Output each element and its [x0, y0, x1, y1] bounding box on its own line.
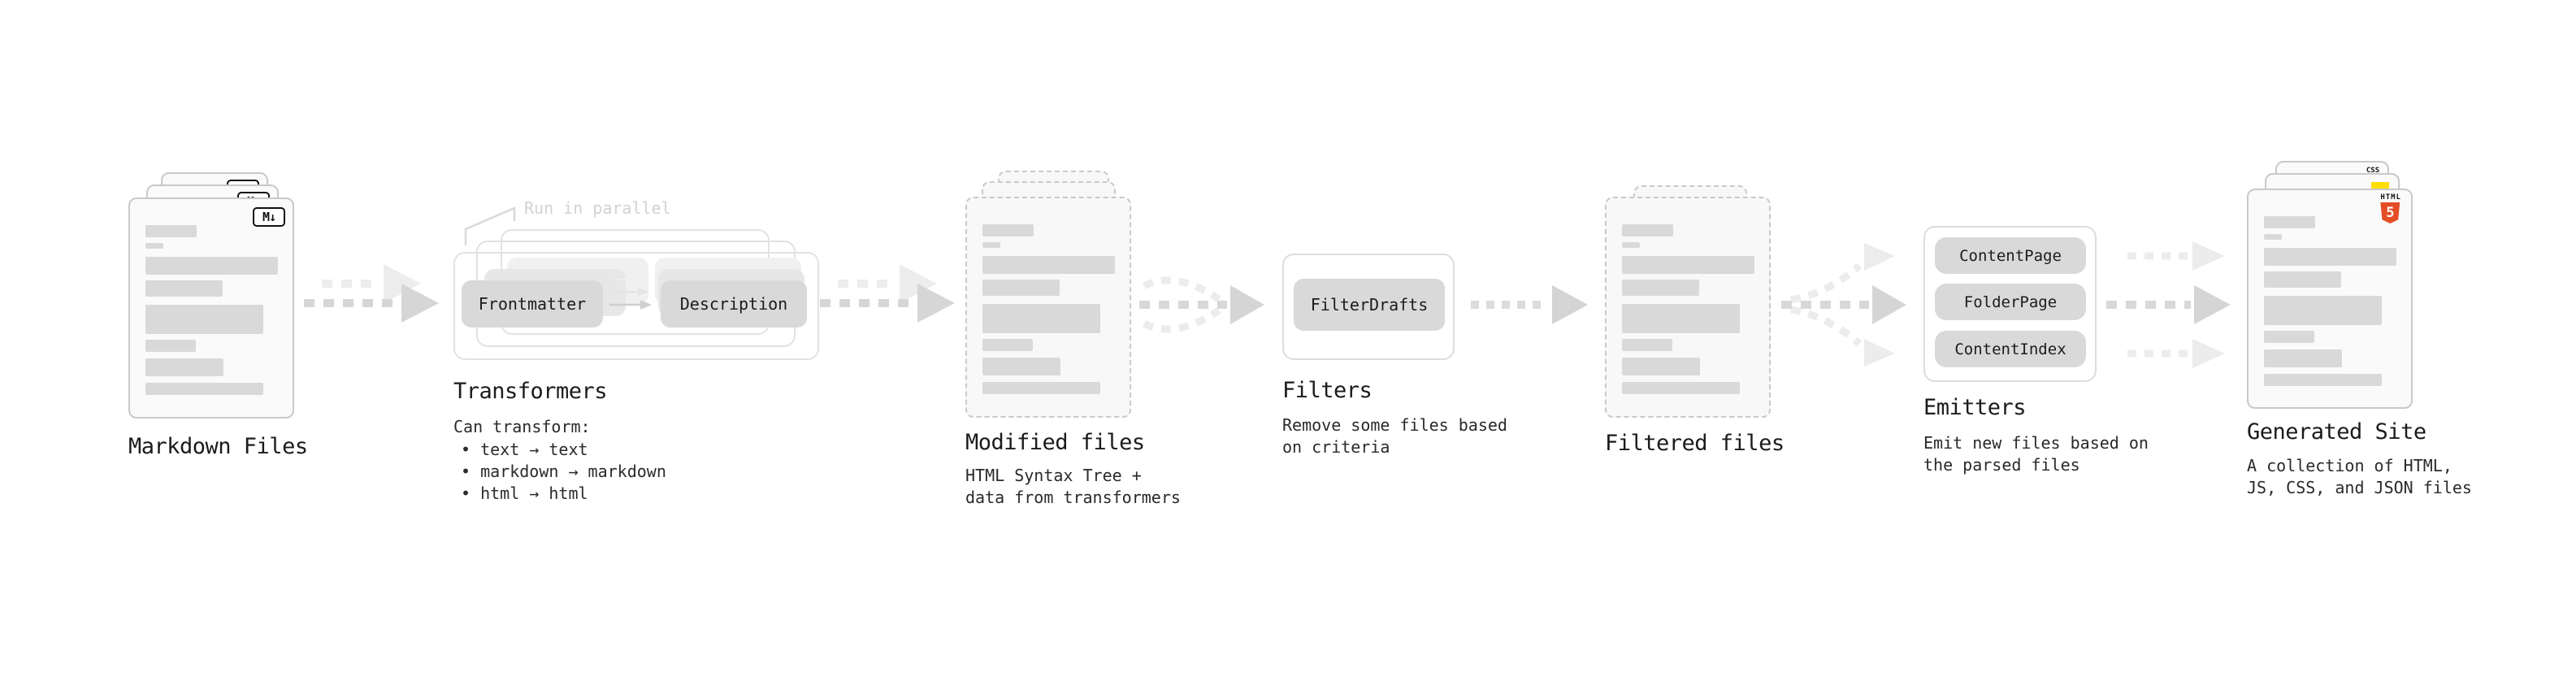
- transformers-bullet-text: • text → text: [461, 440, 588, 459]
- placeholder-bar: [982, 224, 1034, 236]
- run-in-parallel-annotation: Run in parallel: [524, 198, 671, 218]
- emitters-container: [1923, 226, 2097, 382]
- emitters-desc-line2: the parsed files: [1923, 455, 2080, 475]
- run-in-parallel-leader-line: [464, 206, 516, 245]
- stage-label-emitters: Emitters: [1923, 395, 2027, 420]
- generated-doc-html: HTML 5: [2247, 189, 2413, 409]
- modified-desc-line2: data from transformers: [965, 488, 1181, 507]
- markdown-doc-front: M↓: [128, 197, 294, 419]
- placeholder-bar: [1622, 382, 1740, 394]
- placeholder-bar: [982, 382, 1100, 394]
- arrow-filters-to-filtered: [1471, 285, 1588, 324]
- transformer-run-front: [453, 252, 819, 360]
- transformer-box-frontmatter: Frontmatter: [462, 280, 603, 327]
- filter-box-filterdrafts: FilterDrafts: [1294, 279, 1445, 331]
- placeholder-bar: [1622, 339, 1672, 351]
- transformers-bullet-markdown: • markdown → markdown: [461, 462, 666, 481]
- emitter-box-folderpage: FolderPage: [1935, 284, 2086, 320]
- placeholder-bar: [145, 257, 278, 275]
- placeholder-bar: [2264, 374, 2382, 386]
- placeholder-bar: [2264, 349, 2342, 367]
- placeholder-bar: [982, 242, 1000, 248]
- markdown-icon: M↓: [253, 207, 285, 227]
- stage-label-filters: Filters: [1282, 378, 1373, 403]
- arrow-emitters-to-generated: [2106, 241, 2231, 368]
- stage-label-transformers: Transformers: [453, 379, 608, 404]
- generated-desc-line1: A collection of HTML,: [2247, 456, 2452, 475]
- placeholder-bar: [982, 256, 1115, 274]
- filters-desc-line2: on criteria: [1282, 437, 1390, 457]
- emitter-box-contentindex: ContentIndex: [1935, 331, 2086, 367]
- arrow-markdown-to-transformers: [304, 264, 439, 323]
- placeholder-bar: [145, 243, 163, 249]
- placeholder-bar: [1622, 224, 1673, 236]
- arrow-filtered-to-emitters: [1781, 243, 1906, 367]
- placeholder-bar: [1622, 256, 1754, 274]
- placeholder-bar: [1622, 358, 1700, 375]
- placeholder-bar: [2264, 216, 2315, 228]
- emitters-desc-line1: Emit new files based on: [1923, 433, 2149, 453]
- placeholder-bar: [2264, 331, 2314, 343]
- placeholder-bar: [145, 225, 197, 237]
- modified-doc-front: [965, 197, 1131, 418]
- placeholder-bar: [145, 358, 223, 376]
- generated-desc-line2: JS, CSS, and JSON files: [2247, 478, 2472, 497]
- stage-label-generated-site: Generated Site: [2247, 419, 2426, 445]
- placeholder-bar: [145, 340, 196, 352]
- placeholder-bar: [2264, 296, 2382, 325]
- placeholder-bar: [2264, 234, 2282, 240]
- placeholder-bar: [145, 280, 223, 297]
- arrow-modified-to-filters: [1139, 276, 1264, 333]
- placeholder-bar: [2264, 248, 2396, 266]
- stage-label-filtered-files: Filtered files: [1605, 431, 1785, 456]
- transformer-box-description: Description: [661, 280, 807, 327]
- placeholder-bar: [982, 304, 1100, 333]
- filters-container: [1282, 254, 1455, 360]
- placeholder-bar: [145, 305, 263, 334]
- placeholder-bar: [982, 280, 1060, 296]
- placeholder-bar: [1622, 304, 1740, 333]
- placeholder-bar: [2264, 271, 2341, 288]
- arrow-transformers-to-modified: [820, 264, 955, 323]
- html5-file-icon: HTML 5: [2380, 194, 2401, 223]
- placeholder-bar: [145, 383, 263, 395]
- placeholder-bar: [1622, 280, 1699, 296]
- frontmatter-to-description-arrows: [609, 275, 652, 310]
- placeholder-bar: [982, 358, 1060, 375]
- emitter-box-contentpage: ContentPage: [1935, 237, 2086, 274]
- modified-desc-line1: HTML Syntax Tree +: [965, 466, 1142, 485]
- filters-desc-line1: Remove some files based: [1282, 415, 1507, 435]
- placeholder-bar: [982, 339, 1033, 351]
- placeholder-bar: [1622, 242, 1640, 248]
- stage-label-markdown-files: Markdown Files: [128, 434, 308, 459]
- stage-label-modified-files: Modified files: [965, 430, 1145, 455]
- filtered-doc-front: [1605, 197, 1771, 418]
- transformers-desc-intro: Can transform:: [453, 417, 591, 436]
- transformers-bullet-html: • html → html: [461, 484, 588, 503]
